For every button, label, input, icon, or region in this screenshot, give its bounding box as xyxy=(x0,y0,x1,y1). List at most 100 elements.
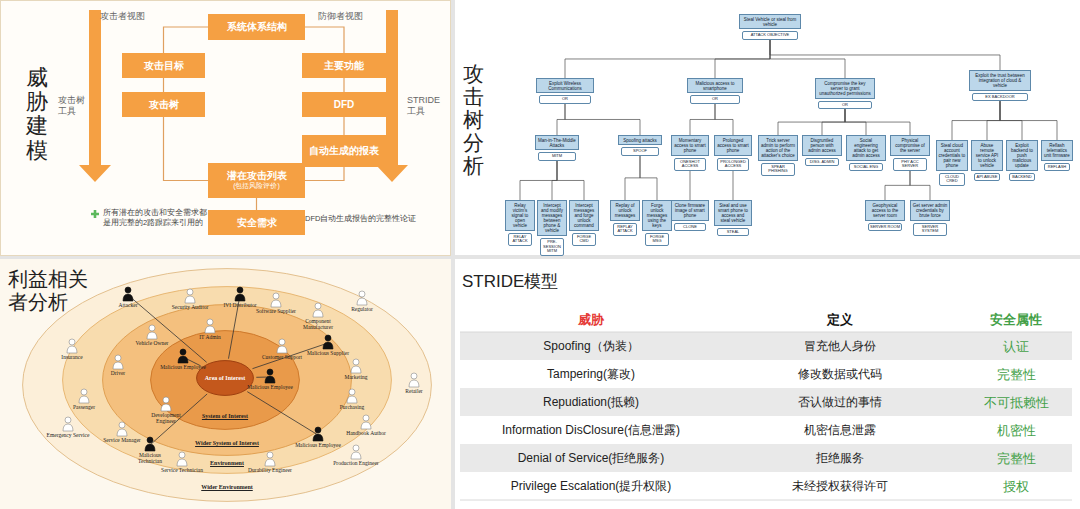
ellipse-shape xyxy=(63,287,392,474)
panel-title: STRIDE模型 xyxy=(462,270,612,293)
node-text: Intercept messages and forge unlock comm… xyxy=(569,200,599,231)
gate-label: REFLASH xyxy=(1044,163,1070,172)
person-icon xyxy=(149,325,155,331)
stakeholder-label: Malicious Technician xyxy=(127,453,173,465)
node-text: Relay victim's signal to open vehicle xyxy=(505,200,535,231)
side-caption: 攻击者视图 xyxy=(100,11,160,22)
attack-tree-node: Spoofing attacksSPOOF xyxy=(618,135,662,156)
node-text: Man-in-The-Middle Attacks xyxy=(535,135,579,150)
gate-label: OR xyxy=(539,95,591,104)
stakeholder-label: IT Admin xyxy=(187,335,233,341)
note-text: DFD自动生成报告的完整性论证 xyxy=(305,214,445,224)
node-text: Physical compromise of the server xyxy=(890,135,930,156)
stakeholder-label: Malicious Employee xyxy=(247,385,293,391)
attack-tree-node: Steal Vehicle or steal from vehicleATTAC… xyxy=(739,14,801,40)
person-icon xyxy=(113,362,123,369)
person-icon xyxy=(363,415,369,421)
stakeholder-label: Attacker xyxy=(105,303,151,309)
person-icon xyxy=(265,376,275,383)
person-icon xyxy=(411,373,417,379)
attack-tree-node: Relay victim's signal to open vehicleREL… xyxy=(505,200,535,246)
connector xyxy=(1000,101,1057,140)
person-icon xyxy=(179,452,185,458)
node-text: Forge unlock messages using the keys xyxy=(642,200,672,231)
attack-tree-node: Clone firmware image of smart phoneCLONE xyxy=(671,200,709,231)
stakeholder-label: IVI Distributor xyxy=(217,303,263,309)
table-cell: Privilege Escalation(提升权限) xyxy=(462,478,720,495)
connector xyxy=(343,117,344,135)
attack-tree-node: Man-in-The-Middle AttacksMITM xyxy=(535,135,579,161)
attack-tree-node: Intercept and modify messages between ph… xyxy=(537,200,567,256)
stakeholder-label: Purchasing xyxy=(329,405,375,411)
attack-tree-node: Exploit backend to push malicious update… xyxy=(1006,140,1038,181)
gate-label: ONESHOT ACCESS xyxy=(674,158,706,171)
person-icon xyxy=(271,300,281,307)
person-icon xyxy=(267,452,273,458)
table-header: 安全属性 xyxy=(960,311,1072,329)
person-icon xyxy=(315,303,321,309)
stakeholder-label: Customer Support xyxy=(259,355,305,361)
person-icon xyxy=(409,380,419,387)
node-text: Compromise the key server to grant unaut… xyxy=(815,78,875,99)
table-rule xyxy=(460,500,1072,501)
table-cell: 否认做过的事情 xyxy=(720,394,960,411)
stakeholder-label: Service Manager xyxy=(99,438,145,444)
process-box: 主要功能 xyxy=(302,53,386,78)
stakeholder-label: Handbook Author xyxy=(343,431,389,437)
ring-label: Area of Interest xyxy=(205,375,245,382)
connector xyxy=(715,40,770,78)
person-icon xyxy=(325,335,331,341)
node-text: Abuse remote service API to unlock vehic… xyxy=(971,140,1003,171)
stakeholder-label: Emergency Service xyxy=(45,433,91,439)
person-icon xyxy=(359,291,365,297)
ring-label: Wider Environment xyxy=(22,484,432,491)
stakeholder-label: Development Engineer xyxy=(143,413,189,425)
box-label: 潜在攻击列表 xyxy=(227,170,287,182)
gate-label: DISG. ADMIN xyxy=(805,158,839,167)
stakeholder-label: Vehicle Owner xyxy=(129,341,175,347)
table-cell: 完整性 xyxy=(960,366,1072,384)
attack-tree-node: Steal cloud account credentials to pair … xyxy=(936,140,968,186)
attack-tree-node: Exploit Wireless CommunicationsOR xyxy=(536,78,594,104)
person-icon xyxy=(267,369,273,375)
person-icon xyxy=(353,445,359,451)
person-icon xyxy=(65,417,71,423)
person-icon xyxy=(277,346,287,353)
attack-tree-node: Exploit the trust between integration of… xyxy=(969,70,1031,101)
box-label: 系统体系结构 xyxy=(227,21,287,33)
process-box: 攻击树 xyxy=(122,92,205,117)
leader-line xyxy=(256,377,270,378)
attack-tree-node: Malicious access to smartphoneOR xyxy=(687,78,743,104)
node-text: Get server admin credentials by brute fo… xyxy=(910,200,950,221)
person-icon xyxy=(235,294,245,301)
panel-title: 攻击树分析 xyxy=(463,62,484,177)
connector xyxy=(557,104,565,135)
person-icon xyxy=(207,319,213,325)
person-icon xyxy=(145,444,155,451)
stakeholder-label: Insurance xyxy=(49,355,95,361)
node-text: Reflash telematics unit firmware xyxy=(1041,140,1073,161)
connector xyxy=(343,78,344,92)
table-rule xyxy=(460,332,1072,333)
person-icon xyxy=(351,452,361,459)
attack-tree-node: Trick server admin to perform action of … xyxy=(758,135,798,176)
panel xyxy=(455,259,1080,509)
bullet-cross xyxy=(91,210,99,218)
person-icon xyxy=(161,404,171,411)
connector xyxy=(690,104,715,135)
person-icon xyxy=(180,349,186,355)
box-label: 安全需求 xyxy=(237,217,277,229)
person-icon xyxy=(69,339,75,345)
node-text: Prolonged access to smart phone xyxy=(714,135,752,156)
attack-tree-node: Compromise the key server to grant unaut… xyxy=(815,78,875,109)
gate-label: OR xyxy=(690,95,740,104)
stakeholder-label: Marketing xyxy=(333,375,379,381)
person-icon xyxy=(313,434,323,441)
stakeholder-label: Malicious Supplier xyxy=(305,351,351,357)
process-box: 攻击目标 xyxy=(122,53,205,78)
connector xyxy=(164,117,209,181)
panel-title: 利益相关者分析 xyxy=(8,268,94,314)
gate-label: FORGE MSG xyxy=(645,233,669,246)
stakeholder-label: Software Supplier xyxy=(253,309,299,315)
gate-label: CLONE xyxy=(674,223,706,232)
